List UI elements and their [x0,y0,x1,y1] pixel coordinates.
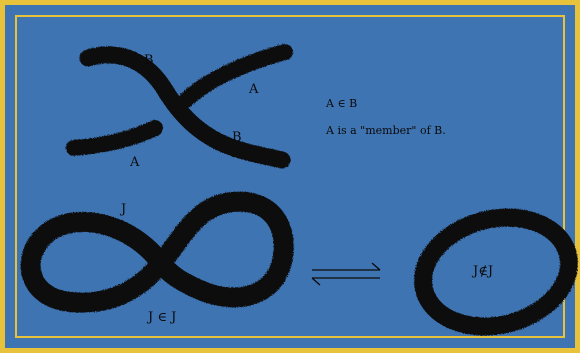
label-a-left: A [129,155,140,170]
double-harpoon-arrow-icon [312,263,380,285]
membership-note: A ∈ B [325,97,357,110]
figure-eight-curve [31,202,284,303]
relation-figure-eight: J ∈ J [146,310,176,325]
relation-loop: J∉J [471,264,493,279]
label-b-bottom: B [232,130,242,145]
label-j-curve: J [119,202,126,217]
strand-a-upper [186,52,285,100]
single-loop-curve [411,203,580,342]
label-b-top: B [144,53,154,68]
member-description: A is a "member" of B. [325,124,446,137]
strand-a-lower [74,128,155,148]
label-a-right: A [248,82,259,97]
